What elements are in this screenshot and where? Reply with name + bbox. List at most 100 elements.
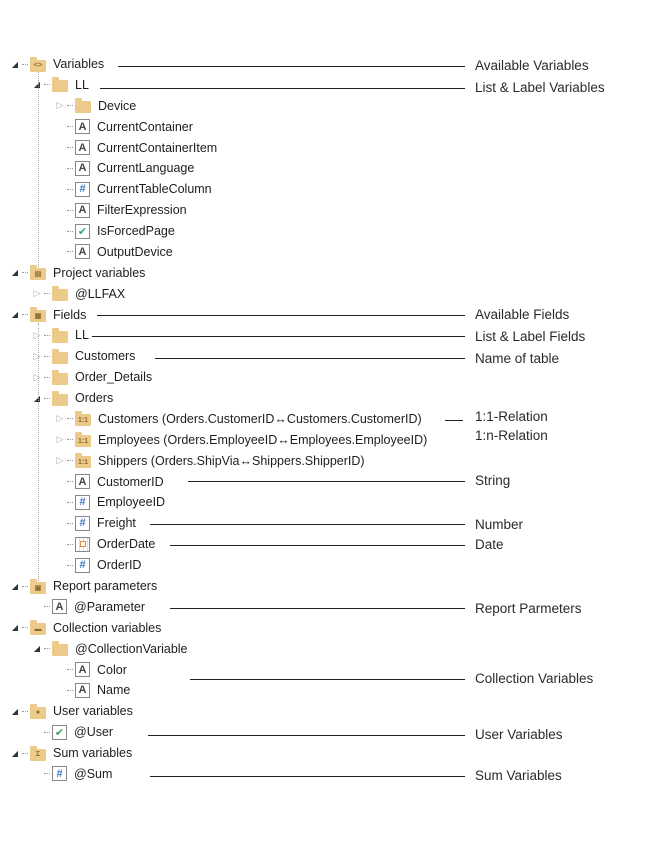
tree-spacer	[55, 518, 65, 528]
tree-item[interactable]: ▷ Order_Details	[32, 367, 152, 387]
annotation-available-variables: Available Variables	[475, 58, 589, 73]
tree-spacer	[55, 247, 65, 257]
tree-connector	[67, 543, 73, 545]
tree-item[interactable]: ◢Orders	[32, 388, 113, 408]
number-type-icon: #	[75, 494, 90, 510]
tree-item[interactable]: # OrderID	[55, 555, 141, 575]
tree-item[interactable]: #CurrentTableColumn	[55, 179, 212, 199]
folder-badge-icon: 1:1	[77, 416, 89, 424]
collapse-arrow-icon[interactable]: ◢	[11, 268, 19, 278]
folder-icon: ▤	[30, 265, 46, 281]
tree-item[interactable]: ◢LL	[32, 75, 89, 95]
tree-connector	[67, 460, 73, 462]
tree-item-label: Sum variables	[53, 746, 133, 761]
string-type-icon: A	[75, 140, 90, 156]
tree-item-label: User variables	[53, 704, 133, 719]
folder-icon: 1:1	[75, 432, 91, 448]
tree-item[interactable]: ◢<>Variables	[10, 54, 104, 74]
collapse-arrow-icon[interactable]: ◢	[11, 623, 19, 633]
tree-connector	[44, 648, 50, 650]
expand-arrow-icon[interactable]: ▷	[56, 100, 64, 111]
number-type-icon: #	[75, 557, 90, 573]
tree-item[interactable]: #@Sum	[32, 764, 112, 784]
folder-badge-icon: ▣	[34, 584, 42, 592]
tree-item-label: CurrentContainer	[97, 119, 193, 134]
annotation-line	[188, 481, 465, 482]
tree-item-label: FilterExpression	[97, 203, 187, 218]
folder-icon	[75, 98, 91, 114]
tree-item[interactable]: ▷ 1:1 Customers (Orders.CustomerID↔Custome…	[55, 409, 422, 429]
folder-icon: 1:1	[75, 411, 91, 427]
annotation-line	[92, 336, 465, 337]
collapse-arrow-icon[interactable]: ◢	[11, 59, 19, 69]
tree-connector	[44, 731, 50, 733]
collapse-arrow-icon[interactable]: ◢	[11, 748, 19, 758]
collapse-arrow-icon[interactable]: ◢	[33, 393, 41, 403]
folder-icon	[52, 348, 68, 364]
tree-item-label: CurrentTableColumn	[97, 182, 212, 197]
tree-item[interactable]: ▷ Device	[55, 96, 136, 116]
expand-arrow-icon[interactable]: ▷	[56, 413, 64, 424]
collapse-arrow-icon[interactable]: ◢	[11, 706, 19, 716]
collapse-arrow-icon[interactable]: ◢	[33, 80, 41, 90]
tree-spacer	[55, 226, 65, 236]
folder-icon	[52, 390, 68, 406]
collapse-arrow-icon[interactable]: ◢	[11, 581, 19, 591]
tree-item[interactable]: #Freight	[55, 513, 136, 533]
number-type-icon: #	[75, 515, 90, 531]
folder-badge-icon: <>	[33, 62, 43, 69]
expand-arrow-icon[interactable]: ▷	[56, 434, 64, 445]
tree-item-label: Device	[98, 98, 137, 113]
string-type-icon: A	[52, 599, 67, 615]
tree-item[interactable]: ✔@User	[32, 722, 113, 742]
tree-connector	[67, 167, 73, 169]
expand-arrow-icon[interactable]: ▷	[33, 371, 41, 382]
tree-item[interactable]: ▷@LLFAX	[32, 284, 125, 304]
tree-item[interactable]: ◢▬Collection variables	[10, 618, 161, 638]
annotation-line	[118, 66, 465, 67]
tree-item[interactable]: ▷Customers	[32, 346, 135, 366]
annotation-number: Number	[475, 517, 524, 532]
tree-item-label: Report parameters	[53, 579, 158, 593]
tree-connector	[67, 188, 73, 190]
tree-item[interactable]: ◢▤Project variables	[10, 263, 145, 283]
expand-arrow-icon[interactable]: ▷	[33, 329, 41, 340]
tree-item-label: @Sum	[74, 766, 113, 781]
tree-item[interactable]: ◢▦Fields	[10, 305, 86, 325]
tree-item-label: CustomerID	[97, 474, 164, 489]
tree-connector	[22, 63, 28, 65]
tree-item[interactable]: OrderDate	[55, 534, 155, 554]
expand-arrow-icon[interactable]: ▷	[33, 350, 41, 361]
tree-item[interactable]: # EmployeeID	[55, 492, 165, 512]
folder-icon	[52, 327, 68, 343]
tree-item[interactable]: ◢@CollectionVariable	[32, 639, 188, 659]
expand-arrow-icon[interactable]: ▷	[33, 288, 41, 299]
tree-item-label: Customers (Orders.CustomerID↔Customers.C…	[98, 411, 422, 426]
tree-item-label: Order_Details	[75, 370, 153, 385]
tree-item-label: EmployeeID	[97, 495, 166, 510]
tree-item[interactable]: ◢ ▣ Report parameters	[10, 576, 157, 596]
annotation-table-name: Name of table	[475, 351, 560, 366]
collapse-arrow-icon[interactable]: ◢	[11, 310, 19, 320]
collapse-arrow-icon[interactable]: ◢	[33, 644, 41, 654]
tree-item[interactable]: ✔IsForcedPage	[55, 221, 175, 241]
folder-icon: ▦	[30, 307, 46, 323]
tree-item[interactable]: ◢●User variables	[10, 701, 133, 721]
tree-item-label: OrderID	[97, 558, 142, 573]
tree-connector	[44, 397, 50, 399]
tree-spacer	[55, 539, 65, 549]
expand-arrow-icon[interactable]: ▷	[56, 455, 64, 466]
tree-item[interactable]: ▷LL	[32, 325, 89, 345]
tree-item[interactable]: A@Parameter	[32, 597, 145, 617]
